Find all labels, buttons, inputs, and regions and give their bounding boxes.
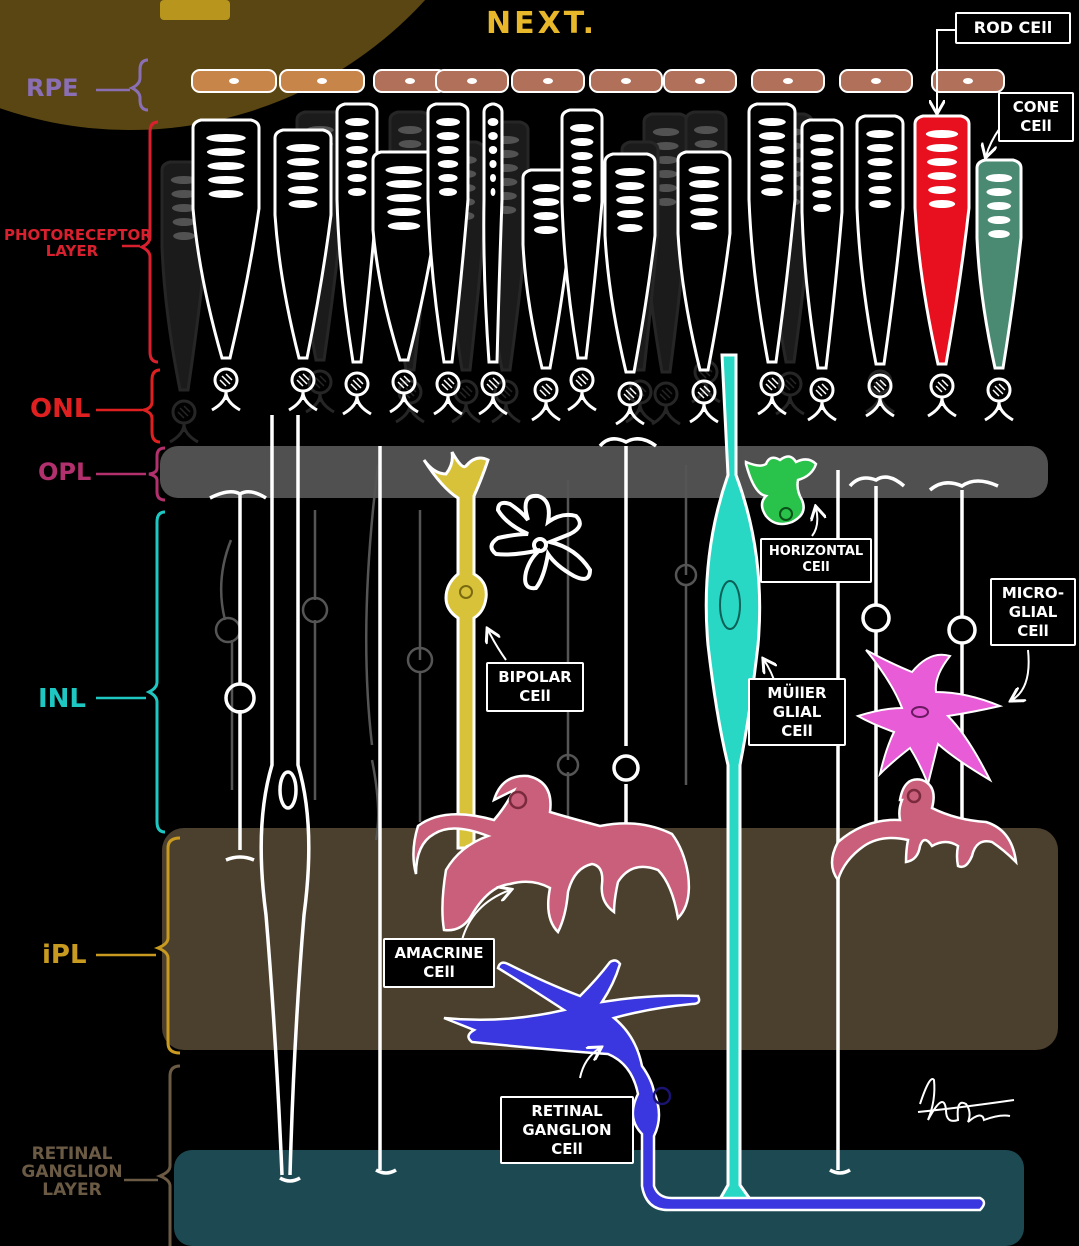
artist-signature xyxy=(918,1079,1014,1122)
layer-label-opl: OPL xyxy=(38,460,91,485)
cone-cell-green xyxy=(977,160,1021,420)
photoreceptor-cell xyxy=(562,110,602,410)
photoreceptor-cell xyxy=(749,104,795,414)
bipolar-cell-yellow xyxy=(424,452,488,850)
corner-image-fragment xyxy=(160,0,230,20)
right-bipolar-cell xyxy=(850,477,904,832)
star-shaped-cell xyxy=(491,496,590,588)
rpe-cell xyxy=(840,70,912,92)
label-muller-glial-cell: MÜllER GLIAL CEll xyxy=(748,678,846,746)
layer-label-ipl: iPL xyxy=(42,942,87,969)
rpe-cell xyxy=(590,70,662,92)
layer-label-photoreceptor: PHOTORECEPTOR LAYER xyxy=(4,228,140,260)
photoreceptor-cells xyxy=(193,104,1021,424)
rpe-cell xyxy=(512,70,584,92)
layer-label-onl: ONL xyxy=(30,396,90,423)
faint-inl-neurons xyxy=(216,465,696,842)
layer-label-inl: INL xyxy=(38,686,86,713)
white-neurons xyxy=(210,415,998,1181)
rpe-cell xyxy=(932,70,1004,92)
label-bipolar-cell: BIPOLAR CEll xyxy=(486,662,584,712)
photoreceptor-cell xyxy=(373,152,435,412)
bracket-inl xyxy=(149,512,165,832)
label-rod-cell: ROD CEll xyxy=(955,12,1071,44)
bracket-onl xyxy=(144,370,160,442)
rpe-cell xyxy=(192,70,276,92)
layer-label-rgc: RETINAL GANGLION LAYER xyxy=(18,1146,126,1200)
label-amacrine-cell: AMACRINE CEll xyxy=(383,938,495,988)
far-right-bipolar-cell xyxy=(930,481,998,824)
tall-white-glia xyxy=(261,415,309,1181)
left-bipolar-cell xyxy=(210,492,266,860)
rpe-cell xyxy=(664,70,736,92)
photoreceptor-cell xyxy=(802,120,842,420)
page-title: NEXT. xyxy=(486,8,597,40)
layer-label-rpe: RPE xyxy=(26,76,78,101)
rpe-cell xyxy=(280,70,364,92)
rpe-cells xyxy=(192,70,1004,92)
label-ganglion-cell: RETINAL GANGLION CEll xyxy=(500,1096,634,1164)
rod-cell-red xyxy=(915,116,969,416)
label-cone-cell: CONE CEll xyxy=(998,92,1074,142)
label-horizontal-cell: HORIZONTAL CEll xyxy=(760,538,872,583)
photoreceptor-cell xyxy=(193,120,259,410)
label-microglial-cell: MICRO- GLIAL CEll xyxy=(990,578,1076,646)
rpe-cell xyxy=(436,70,508,92)
microglial-cell xyxy=(858,650,1000,784)
middle-white-neuron xyxy=(600,439,656,834)
rpe-cell xyxy=(752,70,824,92)
photoreceptor-cell xyxy=(337,104,377,414)
photoreceptor-cell xyxy=(275,130,331,410)
opl-band xyxy=(160,446,1048,498)
